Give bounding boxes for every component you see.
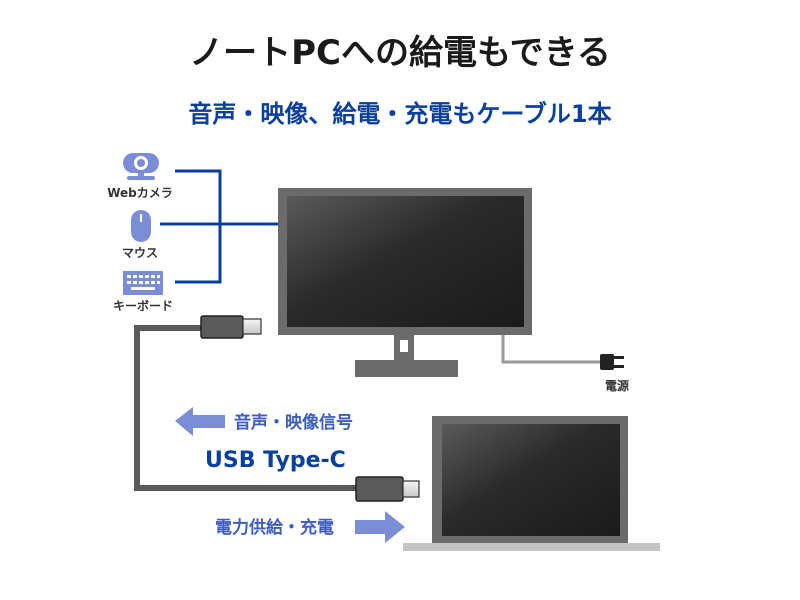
device-label-keyboard: キーボード (113, 298, 173, 313)
mouse-icon (131, 210, 151, 242)
power-supply-label: 電力供給・充電 (215, 517, 334, 538)
webcam-icon (123, 153, 159, 180)
monitor-screen (287, 196, 524, 327)
device-label-mouse: マウス (122, 246, 158, 260)
usb-c-connector-laptop (355, 476, 420, 502)
page-title: ノートPCへの給電もできる (189, 33, 611, 73)
laptop (403, 416, 660, 551)
arrow-right-icon (355, 511, 405, 543)
power-label: 電源 (605, 378, 629, 393)
power-plug-icon (600, 354, 624, 370)
power-cable (501, 335, 608, 364)
signal-label: 音声・映像信号 (234, 412, 353, 433)
cable-label: USB Type-C (205, 448, 346, 473)
peripheral-connection-lines (160, 169, 280, 284)
laptop-screen (442, 424, 620, 536)
usb-c-cable (134, 325, 357, 491)
arrow-left-icon (175, 407, 225, 436)
usb-c-connector-monitor (200, 315, 262, 339)
subtitle: 音声・映像、給電・充電もケーブル1本 (188, 100, 611, 128)
device-label-webcam: Webカメラ (107, 186, 173, 200)
monitor (278, 188, 532, 377)
keyboard-icon (123, 271, 163, 295)
